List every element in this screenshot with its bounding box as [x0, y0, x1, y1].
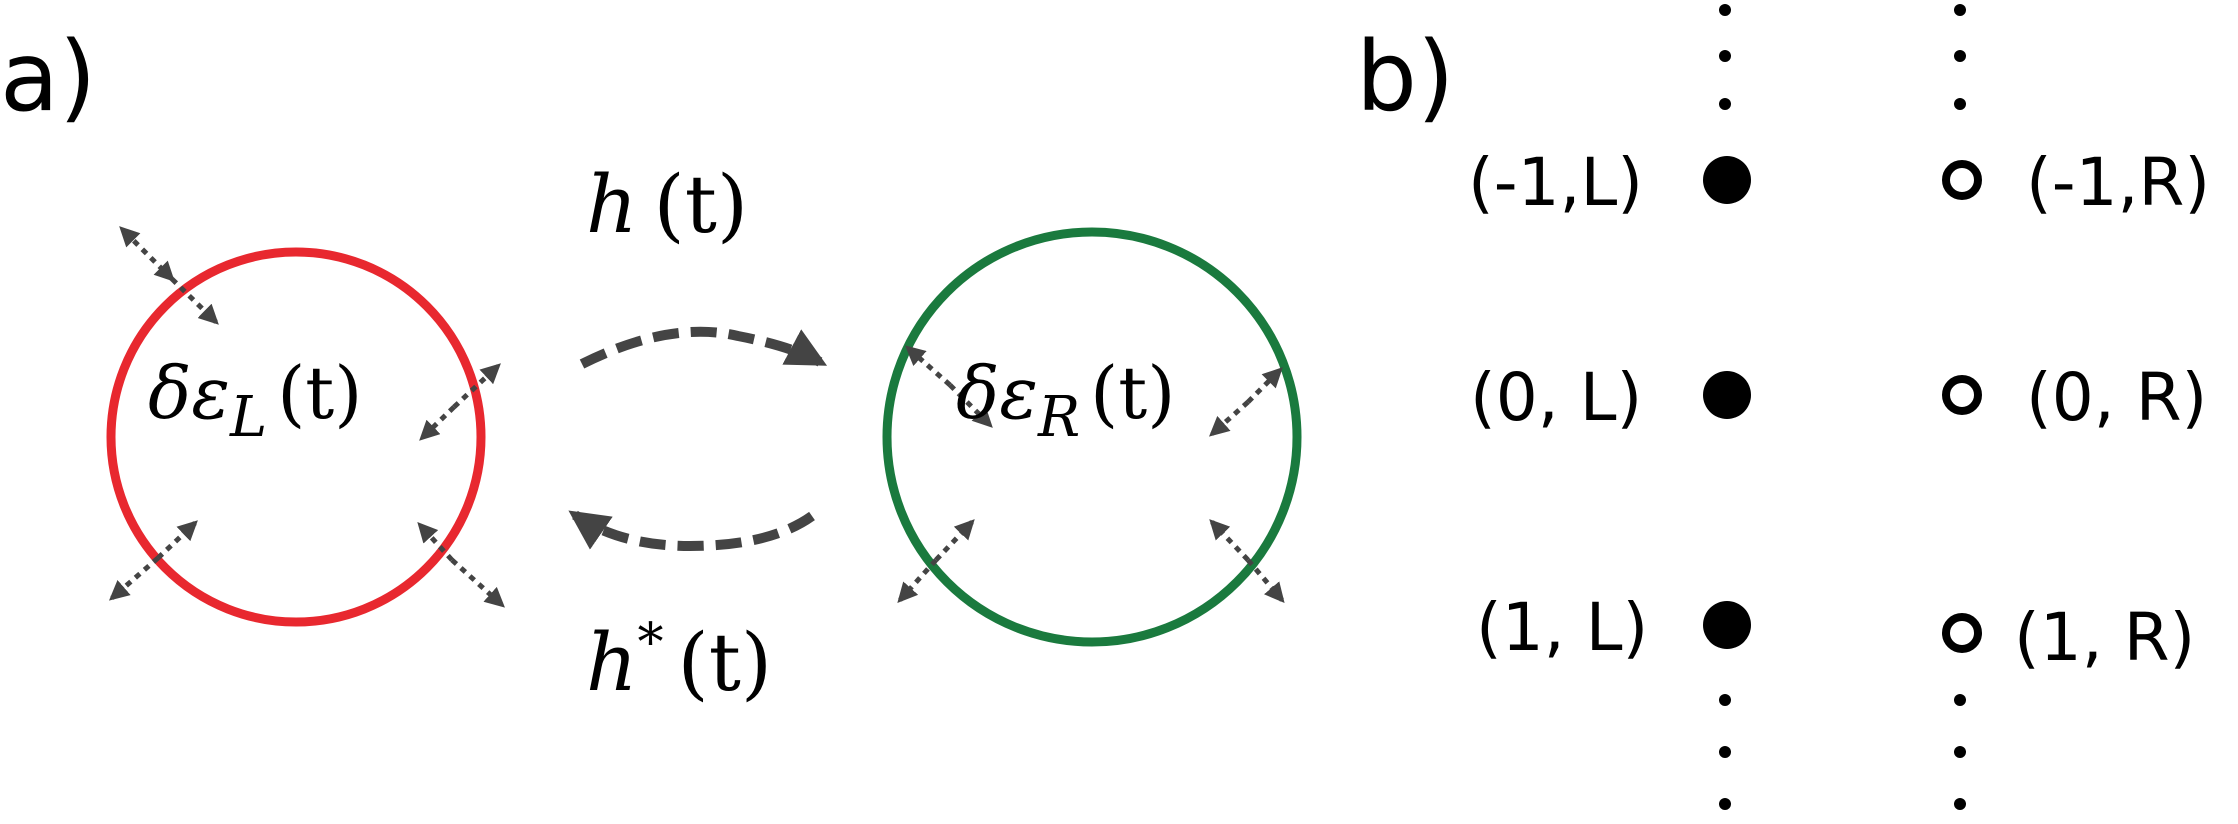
coupling-arrow — [156, 520, 198, 560]
backward-hop-label: h*(t) — [586, 613, 772, 709]
coupling-arrow — [119, 226, 175, 282]
coupling-arrow — [417, 522, 454, 562]
site-label: (0, R) — [2026, 359, 2207, 436]
coupling-arrow — [108, 556, 160, 601]
coupling-arrow — [170, 277, 219, 325]
forward-hop-arrow — [579, 326, 828, 369]
coupling-arrow — [948, 383, 993, 428]
open-site-dot — [1942, 160, 1982, 200]
open-site-dot — [1942, 613, 1982, 653]
right-column-ellipsis-top — [1954, 4, 1966, 110]
filled-site-dot — [1703, 156, 1751, 204]
coupling-arrow — [904, 345, 952, 387]
coupling-arrow — [1246, 558, 1285, 604]
right-column-ellipsis-bottom — [1954, 694, 1966, 810]
panel-a-label: a) — [0, 21, 96, 133]
right-node-label: δεR(t) — [956, 351, 1175, 450]
left-column-ellipsis-bottom — [1719, 694, 1731, 810]
site-label: (-1,L) — [1468, 144, 1643, 221]
left-site-0: (0, L) — [1470, 359, 1751, 436]
left-site-minus1: (-1,L) — [1468, 144, 1751, 221]
coupling-arrow — [450, 558, 505, 608]
filled-site-dot — [1703, 601, 1751, 649]
coupling-arrow — [419, 405, 456, 441]
forward-hop-label: h(t) — [586, 158, 748, 251]
left-node-circle — [106, 247, 486, 627]
right-site-plus1: (1, R) — [1942, 599, 2195, 676]
filled-site-dot — [1703, 371, 1751, 419]
right-node-couplings — [897, 345, 1285, 604]
site-label: (1, R) — [2014, 599, 2195, 676]
open-site-dot — [1942, 375, 1982, 415]
coupling-arrow — [934, 519, 975, 562]
left-node-label: δεL(t) — [148, 351, 362, 450]
left-site-plus1: (1, L) — [1476, 589, 1751, 666]
left-node-couplings — [108, 226, 505, 608]
coupling-arrow — [1246, 367, 1283, 404]
coupling-arrow — [897, 558, 938, 603]
left-column-ellipsis-top — [1719, 4, 1731, 110]
coupling-arrow — [452, 363, 501, 409]
panel-b-label: b) — [1356, 21, 1454, 133]
backward-hop-arrow — [568, 510, 815, 552]
site-label: (1, L) — [1476, 589, 1648, 666]
right-site-0: (0, R) — [1942, 359, 2207, 436]
coupling-arrow — [1209, 400, 1250, 437]
right-site-minus1: (-1,R) — [1942, 144, 2210, 221]
coupling-arrow — [1209, 519, 1250, 562]
site-label: (0, L) — [1470, 359, 1642, 436]
site-label: (-1,R) — [2026, 144, 2210, 221]
right-node-circle — [882, 227, 1302, 647]
